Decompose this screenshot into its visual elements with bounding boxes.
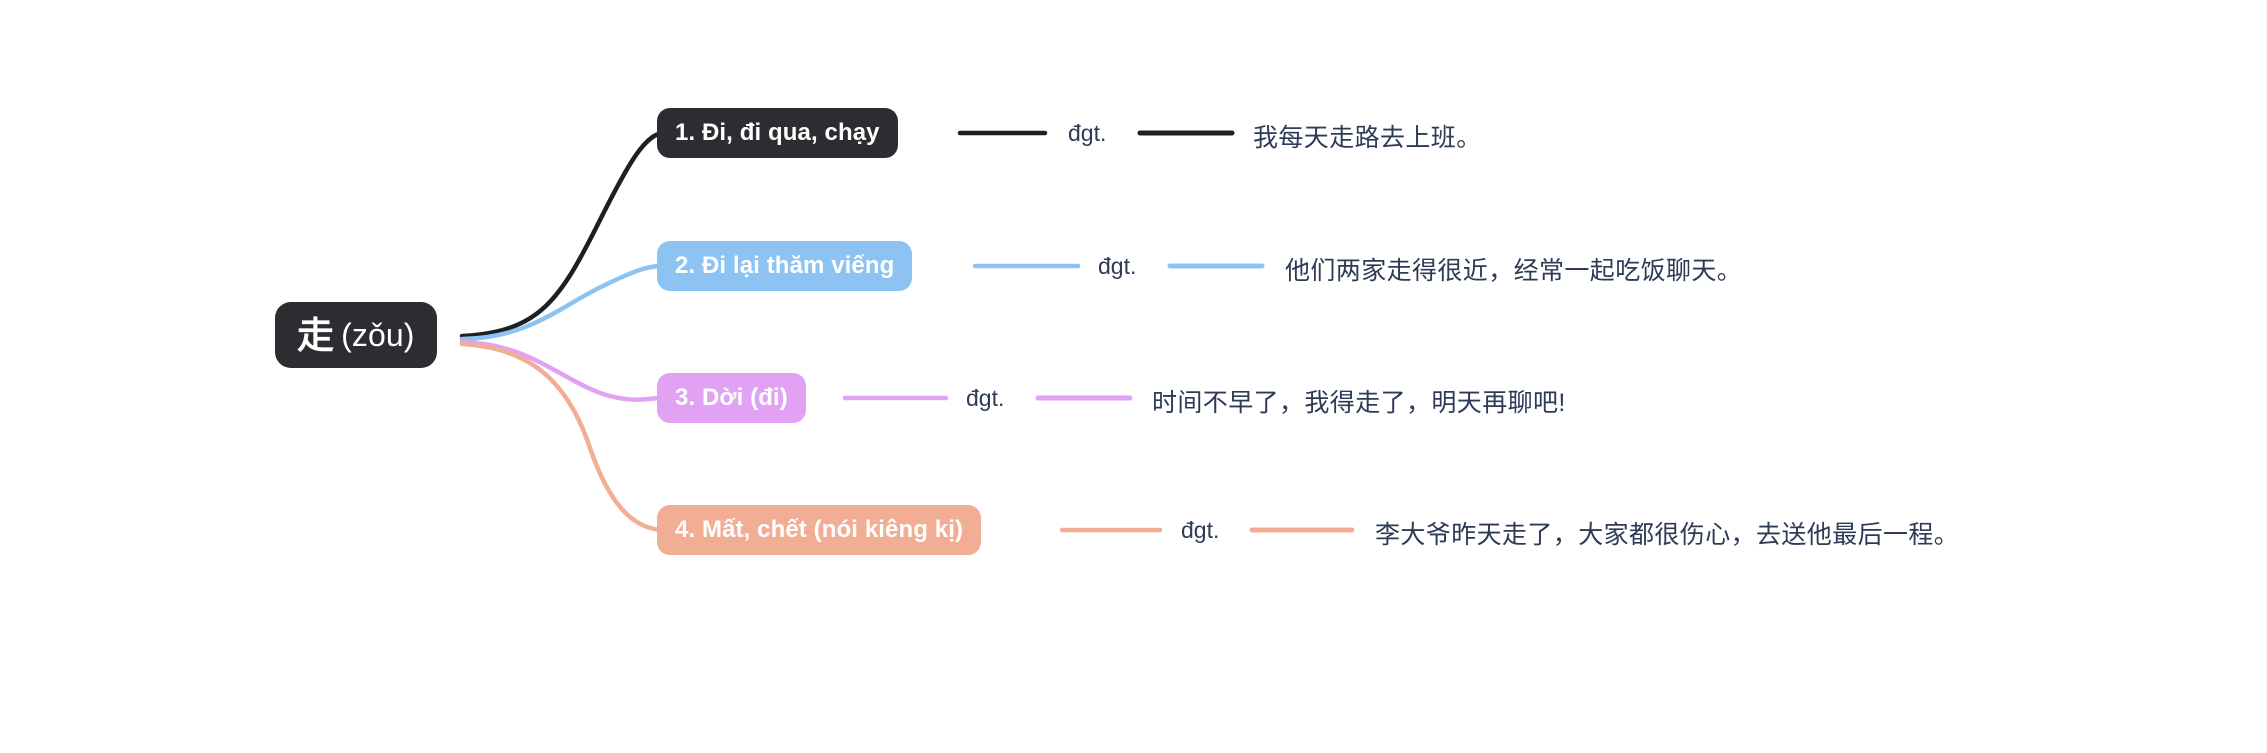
connector-root-to-branch-1 bbox=[459, 130, 665, 339]
branch-node-2[interactable]: 2. Đi lại thăm viếng bbox=[657, 241, 913, 291]
pos-label-1: đgt. bbox=[1068, 120, 1107, 146]
example-text-4: 李大爷昨天走了，大家都很伤心，去送他最后一程。 bbox=[1375, 521, 1960, 549]
branch-node-1-label: 1. Đi, đi qua, chạy bbox=[675, 119, 880, 146]
example-text-1: 我每天走路去上班。 bbox=[1253, 124, 1482, 152]
root-node-pinyin: (zǒu) bbox=[341, 317, 415, 353]
example-text-3: 时间不早了，我得走了，明天再聊吧! bbox=[1152, 389, 1566, 417]
connector-root-to-branch-4 bbox=[459, 341, 665, 533]
connector-root-to-branch-2 bbox=[459, 263, 665, 342]
root-node[interactable]: 走(zǒu) bbox=[275, 302, 437, 368]
connector-root-to-branch-3 bbox=[459, 339, 665, 402]
branch-node-4[interactable]: 4. Mất, chết (nói kiêng kị) bbox=[657, 505, 982, 555]
pos-label-4: đgt. bbox=[1181, 517, 1220, 543]
branch-node-3[interactable]: 3. Dời (đi) bbox=[657, 373, 806, 423]
root-node-han: 走 bbox=[297, 314, 335, 356]
branch-node-2-label: 2. Đi lại thăm viếng bbox=[675, 252, 895, 279]
branch-node-4-label: 4. Mất, chết (nói kiêng kị) bbox=[675, 516, 964, 543]
pos-label-3: đgt. bbox=[966, 385, 1005, 411]
branch-node-3-label: 3. Dời (đi) bbox=[675, 384, 788, 411]
branch-node-1[interactable]: 1. Đi, đi qua, chạy bbox=[657, 108, 898, 158]
pos-label-2: đgt. bbox=[1098, 253, 1137, 279]
example-text-2: 他们两家走得很近，经常一起吃饭聊天。 bbox=[1285, 257, 1743, 285]
